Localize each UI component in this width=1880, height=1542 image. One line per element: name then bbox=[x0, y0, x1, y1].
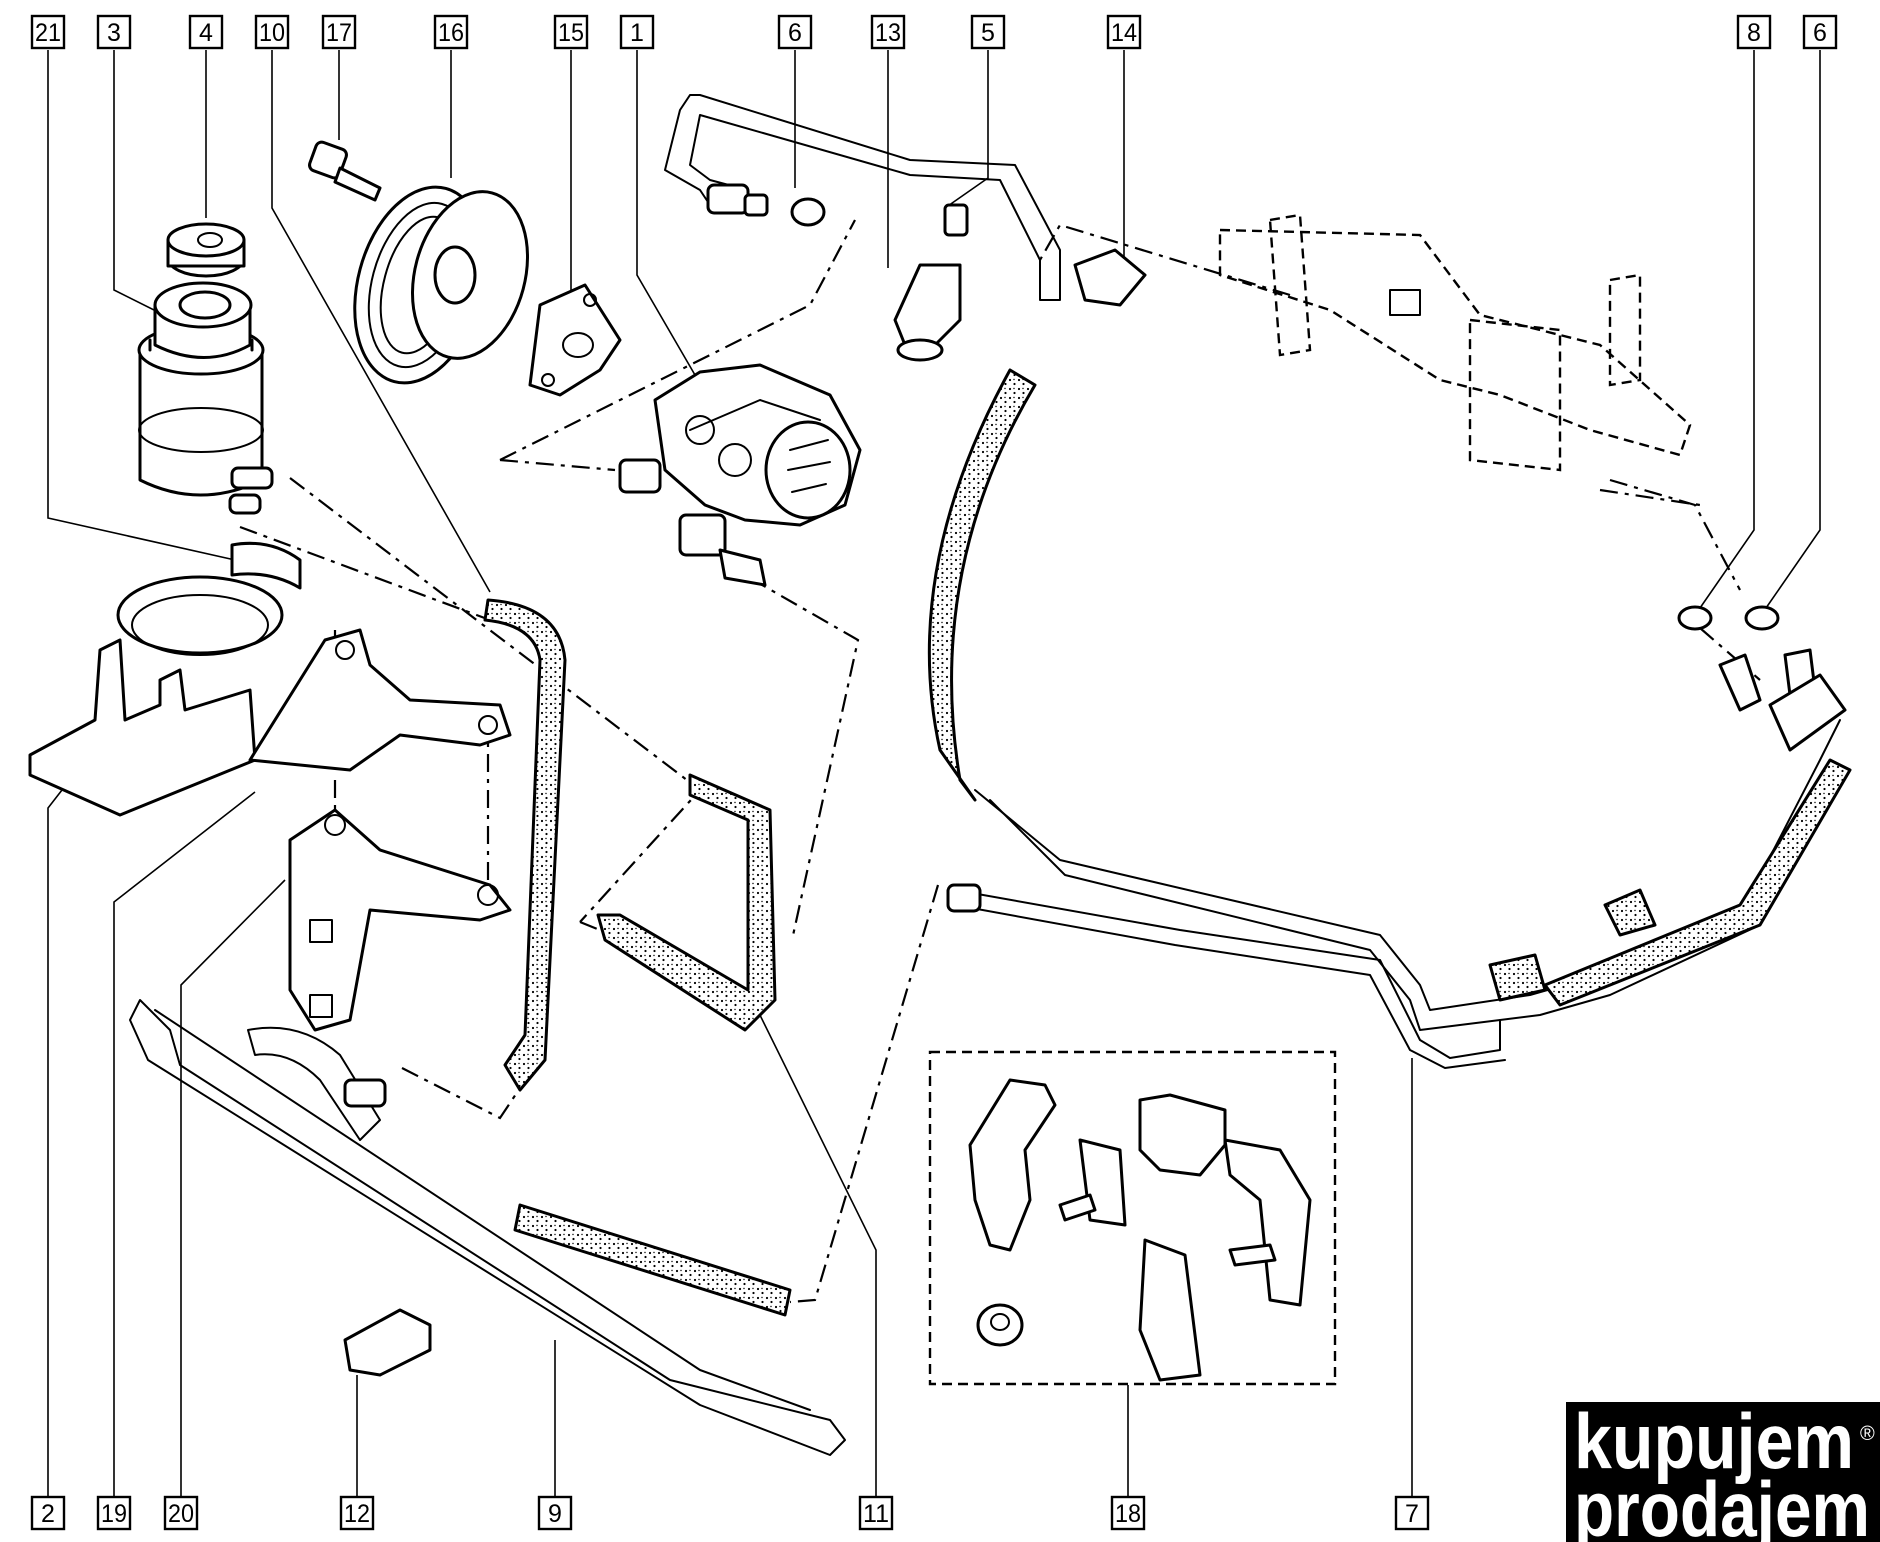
callout-box bbox=[970, 14, 1006, 50]
lower-mounting-bracket bbox=[288, 808, 512, 1032]
callout-box bbox=[870, 14, 906, 50]
callout-label-2: 2 bbox=[30, 1495, 66, 1531]
callout-box bbox=[1110, 1495, 1146, 1531]
callout-box bbox=[30, 1495, 66, 1531]
callout-box bbox=[96, 14, 132, 50]
callout-box bbox=[777, 14, 813, 50]
callout-number: 17 bbox=[326, 19, 352, 47]
pipe-clamp bbox=[1073, 248, 1147, 307]
callout-label-18: 18 bbox=[1110, 1495, 1146, 1531]
cooling-pipe-assembly bbox=[129, 999, 846, 1456]
pressure-pipe bbox=[664, 94, 1061, 301]
o-rings-right bbox=[1677, 605, 1780, 631]
callout-number: 2 bbox=[41, 1500, 55, 1528]
callout-number: 18 bbox=[1115, 1500, 1141, 1528]
callout-number: 4 bbox=[199, 19, 213, 47]
callout-number: 6 bbox=[1813, 19, 1827, 47]
callout-label-5: 5 bbox=[970, 14, 1006, 50]
callout-label-1: 1 bbox=[619, 14, 655, 50]
callout-box bbox=[858, 1495, 894, 1531]
leader-lines bbox=[47, 50, 1821, 1498]
callout-label-8: 8 bbox=[1736, 14, 1772, 50]
reservoir-cap bbox=[166, 222, 246, 278]
callout-label-19: 19 bbox=[96, 1495, 132, 1531]
callout-box bbox=[188, 14, 224, 50]
logo-background bbox=[1566, 1402, 1880, 1542]
callout-box bbox=[433, 14, 469, 50]
pipe-clip bbox=[343, 1308, 432, 1377]
callout-label-4: 4 bbox=[188, 14, 224, 50]
callout-number: 15 bbox=[558, 19, 584, 47]
callout-label-9: 9 bbox=[537, 1495, 573, 1531]
callout-box bbox=[1106, 14, 1142, 50]
callout-box bbox=[339, 1495, 375, 1531]
o-ring bbox=[790, 197, 826, 227]
callout-box bbox=[537, 1495, 573, 1531]
callout-number: 19 bbox=[101, 1500, 127, 1528]
callout-number: 10 bbox=[259, 19, 285, 47]
callout-label-12: 12 bbox=[339, 1495, 375, 1531]
suction-hose bbox=[596, 773, 777, 1032]
upper-mounting-bracket bbox=[248, 628, 512, 772]
callout-number: 12 bbox=[344, 1500, 370, 1528]
callout-label-10: 10 bbox=[254, 14, 290, 50]
callout-number: 3 bbox=[107, 19, 121, 47]
labels-bottom: 2 19 20 12 9 11 18 7 bbox=[30, 1495, 1430, 1531]
callout-number: 20 bbox=[168, 1500, 194, 1528]
callout-number: 21 bbox=[35, 19, 61, 47]
logo-line2: prodajem bbox=[1574, 1465, 1870, 1542]
steering-rack bbox=[1218, 213, 1692, 472]
callout-box bbox=[30, 14, 66, 50]
callout-label-14: 14 bbox=[1106, 14, 1142, 50]
kupujem-prodajem-logo: kupujem prodajem ® bbox=[1566, 1397, 1880, 1542]
callout-label-13: 13 bbox=[870, 14, 906, 50]
hose-clip bbox=[230, 541, 302, 590]
logo-line1: kupujem bbox=[1574, 1397, 1854, 1485]
callout-number: 14 bbox=[1111, 19, 1137, 47]
callout-box bbox=[1394, 1495, 1430, 1531]
callout-label-21: 21 bbox=[30, 14, 66, 50]
reservoir-bracket bbox=[28, 575, 284, 817]
callout-label-17: 17 bbox=[321, 14, 357, 50]
fastener-kit bbox=[928, 1050, 1337, 1386]
callout-number: 11 bbox=[863, 1500, 889, 1528]
fluid-reservoir bbox=[137, 281, 274, 515]
pulley bbox=[353, 185, 530, 385]
callout-box bbox=[553, 14, 589, 50]
pressure-switch bbox=[893, 203, 969, 362]
bolt bbox=[308, 140, 382, 202]
callout-box bbox=[254, 14, 290, 50]
callout-label-20: 20 bbox=[163, 1495, 199, 1531]
power-steering-pump bbox=[618, 363, 862, 587]
callout-number: 16 bbox=[438, 19, 464, 47]
callout-number: 7 bbox=[1405, 1500, 1419, 1528]
callout-label-7: 7 bbox=[1394, 1495, 1430, 1531]
callout-box bbox=[96, 1495, 132, 1531]
return-hose bbox=[483, 598, 567, 1092]
callout-box bbox=[1736, 14, 1772, 50]
callout-label-16: 16 bbox=[433, 14, 469, 50]
callout-label-6: 6 bbox=[1802, 14, 1838, 50]
callout-box bbox=[619, 14, 655, 50]
callout-number: 6 bbox=[788, 19, 802, 47]
callout-label-3: 3 bbox=[96, 14, 132, 50]
callout-label-11: 11 bbox=[858, 1495, 894, 1531]
callout-box bbox=[1802, 14, 1838, 50]
callout-number: 13 bbox=[875, 19, 901, 47]
return-pipe bbox=[946, 883, 1506, 1069]
callout-label-15: 15 bbox=[553, 14, 589, 50]
callout-label-6: 6 bbox=[777, 14, 813, 50]
callout-number: 8 bbox=[1747, 19, 1761, 47]
rack-union-fittings bbox=[1718, 648, 1847, 752]
callout-number: 5 bbox=[981, 19, 995, 47]
pump-hub-flange bbox=[528, 283, 622, 397]
callout-box bbox=[163, 1495, 199, 1531]
high-pressure-hose bbox=[927, 368, 1852, 1031]
callout-box bbox=[321, 14, 357, 50]
callout-number: 9 bbox=[548, 1500, 562, 1528]
logo-registered-mark: ® bbox=[1860, 1423, 1875, 1445]
callout-number: 1 bbox=[630, 19, 644, 47]
